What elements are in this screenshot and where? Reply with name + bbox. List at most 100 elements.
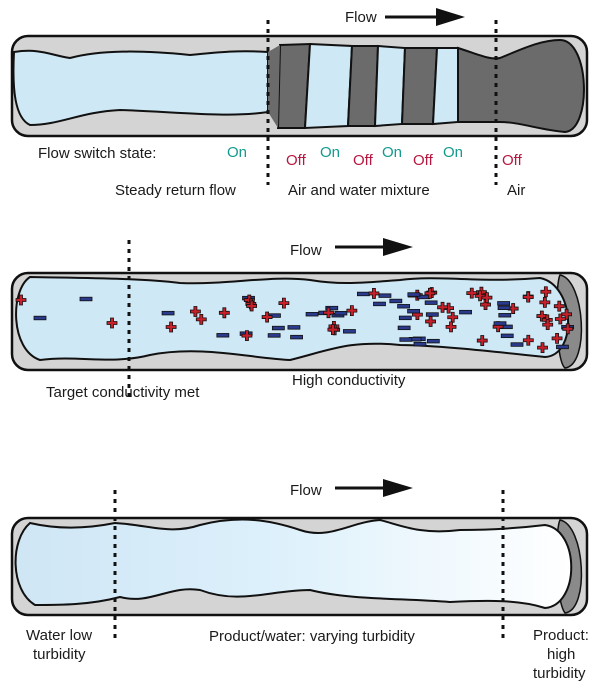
- negative-ion-icon: [424, 300, 438, 305]
- positive-ion-icon: [278, 297, 290, 309]
- positive-ion-icon: [522, 334, 534, 346]
- switch-state-label: Flow switch state:: [38, 145, 156, 162]
- negative-ion-icon: [407, 292, 421, 297]
- positive-ion-icon: [562, 323, 574, 335]
- positive-ion-icon: [554, 313, 566, 325]
- zone-label-high: High conductivity: [292, 372, 406, 389]
- flow-indicator: Flow: [345, 8, 465, 26]
- negative-ion-icon: [497, 305, 511, 310]
- positive-ion-icon: [165, 321, 177, 333]
- negative-ion-icon: [498, 313, 512, 318]
- state-off: Off: [413, 152, 434, 169]
- air-slug: [346, 45, 380, 127]
- negative-ion-icon: [397, 304, 411, 309]
- zone-label-product-line2: high: [547, 646, 575, 663]
- negative-ion-icon: [373, 301, 386, 307]
- zone-label-product-line1: Product:: [533, 627, 589, 644]
- negative-ion-icon: [556, 344, 569, 350]
- state-on: On: [443, 144, 463, 161]
- negative-ion-icon: [79, 296, 93, 302]
- ions: [15, 286, 575, 354]
- negative-ion-icon: [305, 312, 319, 317]
- positive-ion-icon: [15, 294, 27, 306]
- negative-ion-icon: [398, 315, 412, 321]
- negative-ion-icon: [426, 338, 440, 344]
- zone-label-steady: Steady return flow: [115, 182, 236, 199]
- state-off: Off: [502, 152, 523, 169]
- positive-ion-icon: [445, 321, 457, 333]
- positive-ion-icon: [553, 300, 565, 312]
- negative-ion-icon: [334, 310, 348, 316]
- flow-label: Flow: [290, 482, 322, 499]
- positive-ion-icon: [539, 296, 551, 308]
- positive-ion-icon: [246, 300, 258, 312]
- water-region: [12, 49, 269, 127]
- positive-ion-icon: [507, 303, 519, 314]
- negative-ion-icon: [356, 291, 370, 297]
- water-region: [15, 275, 569, 362]
- state-on: On: [320, 144, 340, 161]
- state-off: Off: [353, 152, 374, 169]
- negative-ion-icon: [413, 341, 427, 347]
- positive-ion-icon: [540, 286, 552, 298]
- negative-ion-icon: [290, 334, 303, 340]
- water-region: [14, 518, 573, 610]
- negative-ion-icon: [407, 309, 421, 314]
- negative-ion-icon: [497, 301, 511, 306]
- zone-label-water-line2: turbidity: [33, 646, 86, 663]
- arrow-right-icon: [385, 8, 465, 26]
- negative-ion-icon: [425, 312, 439, 317]
- positive-ion-icon: [346, 305, 358, 317]
- air-region: [268, 45, 280, 128]
- state-on: On: [227, 144, 247, 161]
- zone-label-mixture: Air and water mixture: [288, 182, 430, 199]
- positive-ion-icon: [481, 292, 493, 304]
- positive-ion-icon: [447, 311, 459, 323]
- negative-ion-icon: [325, 305, 339, 311]
- zone-label-air: Air: [507, 182, 525, 199]
- flow-indicator: Flow: [290, 479, 413, 499]
- water-slug: [431, 47, 459, 126]
- flow-label: Flow: [345, 9, 377, 26]
- panel-air-water: Flow Flow switch state: On: [10, 8, 589, 199]
- negative-ion-icon: [216, 333, 230, 338]
- negative-ion-icon: [493, 321, 507, 326]
- positive-ion-icon: [537, 342, 548, 354]
- arrow-right-icon: [335, 238, 413, 256]
- positive-ion-icon: [522, 291, 534, 303]
- water-slug: [373, 44, 407, 128]
- positive-ion-icon: [466, 287, 478, 299]
- positive-ion-icon: [551, 332, 563, 344]
- zone-label-varying: Product/water: varying turbidity: [209, 628, 415, 645]
- positive-ion-icon: [195, 313, 207, 325]
- arrow-right-icon: [335, 479, 413, 497]
- negative-ion-icon: [33, 315, 47, 321]
- state-on: On: [382, 144, 402, 161]
- pipe: [10, 516, 589, 617]
- negative-ion-icon: [287, 325, 301, 330]
- negative-ion-icon: [500, 333, 514, 339]
- negative-ion-icon: [389, 298, 403, 304]
- panel-turbidity: Flow Water low turbidity Product/water: …: [10, 479, 589, 682]
- positive-ion-icon: [190, 306, 201, 317]
- zone-label-product-line3: turbidity: [533, 665, 586, 682]
- panel-conductivity: Flow Target conductivity met High conduc…: [10, 238, 589, 401]
- negative-ion-icon: [510, 342, 524, 347]
- negative-ion-icon: [267, 333, 281, 338]
- positive-ion-icon: [480, 299, 491, 310]
- negative-ion-icon: [343, 329, 356, 334]
- flow-indicator: Flow: [290, 238, 413, 259]
- positive-ion-icon: [368, 288, 380, 299]
- air-region: [457, 38, 585, 134]
- positive-ion-icon: [542, 319, 554, 330]
- positive-ion-icon: [327, 324, 339, 336]
- positive-ion-icon: [437, 301, 448, 313]
- positive-ion-icon: [561, 308, 572, 320]
- negative-ion-icon: [378, 293, 392, 298]
- negative-ion-icon: [397, 325, 411, 331]
- state-off: Off: [286, 152, 307, 169]
- positive-ion-icon: [218, 307, 230, 319]
- negative-ion-icon: [161, 310, 175, 316]
- negative-ion-icon: [271, 325, 285, 331]
